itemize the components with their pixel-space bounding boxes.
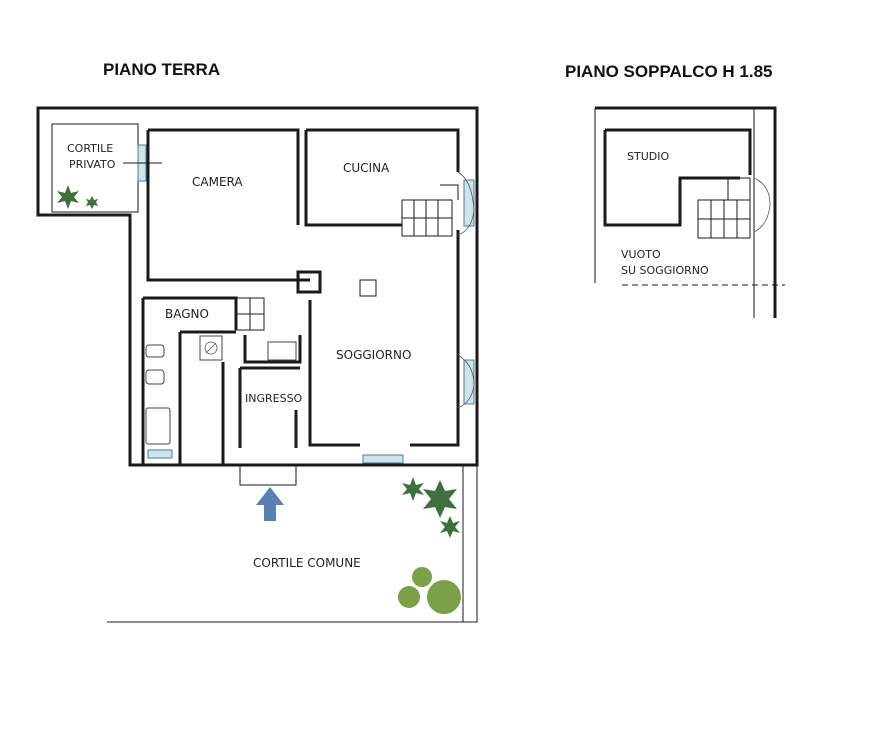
bush-icon (398, 567, 461, 614)
tree-icon (57, 185, 460, 538)
mezz-outer-wall (595, 106, 777, 318)
stairs-icon (697, 177, 771, 239)
closet-wall (243, 335, 302, 364)
living-wall-left (308, 300, 360, 447)
column (296, 270, 322, 294)
mezzanine-title: PIANO SOPPALCO H 1.85 (565, 62, 773, 81)
mezzanine-plan: STUDIO VUOTO SU SOGGIORNO (594, 106, 785, 318)
label-camera: CAMERA (192, 175, 243, 189)
label-soggiorno: SOGGIORNO (336, 348, 411, 362)
private-courtyard-outline (51, 123, 139, 213)
living-wall-right (410, 230, 460, 447)
kitchen-wall (306, 128, 460, 172)
label-studio: STUDIO (627, 150, 669, 163)
studio-wall (605, 128, 752, 175)
ground-floor-title: PIANO TERRA (103, 60, 220, 79)
label-su-soggiorno: SU SOGGIORNO (621, 264, 709, 277)
ground-floor-plan: CORTILE PRIVATO CAMERA CUCINA BAGNO SOGG… (36, 106, 479, 623)
kitchen-wall-lower (304, 130, 402, 227)
entry-step (239, 465, 297, 486)
label-cucina: CUCINA (343, 161, 390, 175)
label-privato: PRIVATO (69, 158, 116, 171)
label-ingresso: INGRESSO (245, 392, 303, 405)
pillar (359, 279, 377, 297)
outer-wall (36, 106, 479, 467)
label-cortile: CORTILE (67, 142, 113, 155)
label-vuoto: VUOTO (621, 248, 661, 261)
label-bagno: BAGNO (165, 307, 209, 321)
stairs-icon (235, 184, 459, 331)
common-courtyard-outline (107, 465, 478, 623)
studio-wall-lower (603, 130, 740, 227)
camera-wall (148, 128, 300, 225)
bathroom-fixtures (145, 335, 297, 445)
camera-wall-lower (146, 130, 310, 282)
label-cortile-comune: CORTILE COMUNE (253, 556, 361, 570)
entrance-arrow-icon (256, 487, 284, 521)
